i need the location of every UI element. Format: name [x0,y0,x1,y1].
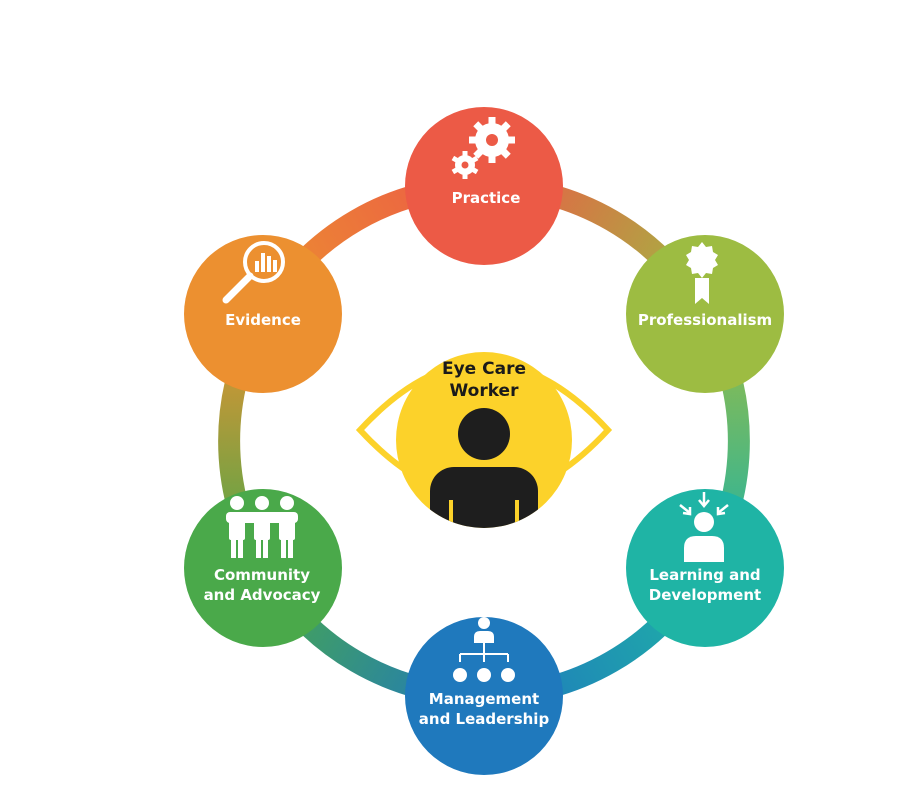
worker-person-icon [430,408,538,528]
node-label-community-line2: and Advocacy [204,586,321,604]
node-label-evidence: Evidence [225,311,301,329]
node-label-learning-line1: Learning and [649,566,760,584]
node-evidence: Evidence [184,235,342,393]
node-label-practice: Practice [452,189,521,207]
node-management-leadership: Management and Leadership [405,617,563,775]
node-label-management-line1: Management [429,690,539,708]
center-title-line2: Worker [450,381,520,401]
node-label-learning-line2: Development [649,586,761,604]
center-eye: Eye Care Worker [355,352,613,528]
center-title-line1: Eye Care [442,359,526,379]
gears-icon [451,117,515,179]
person-focus-icon [679,492,729,562]
group-people-icon [226,496,298,558]
award-ribbon-icon [686,242,718,304]
node-label-professionalism: Professionalism [638,311,772,329]
node-label-community-line1: Community [214,566,310,584]
node-label-management-line2: and Leadership [419,710,550,728]
node-community-advocacy: Community and Advocacy [184,489,342,647]
org-chart-icon [453,617,515,682]
magnifier-chart-icon [222,241,285,304]
node-professionalism: Professionalism [626,235,784,393]
node-learning-development: Learning and Development [626,489,784,647]
node-practice: Practice [405,107,563,265]
